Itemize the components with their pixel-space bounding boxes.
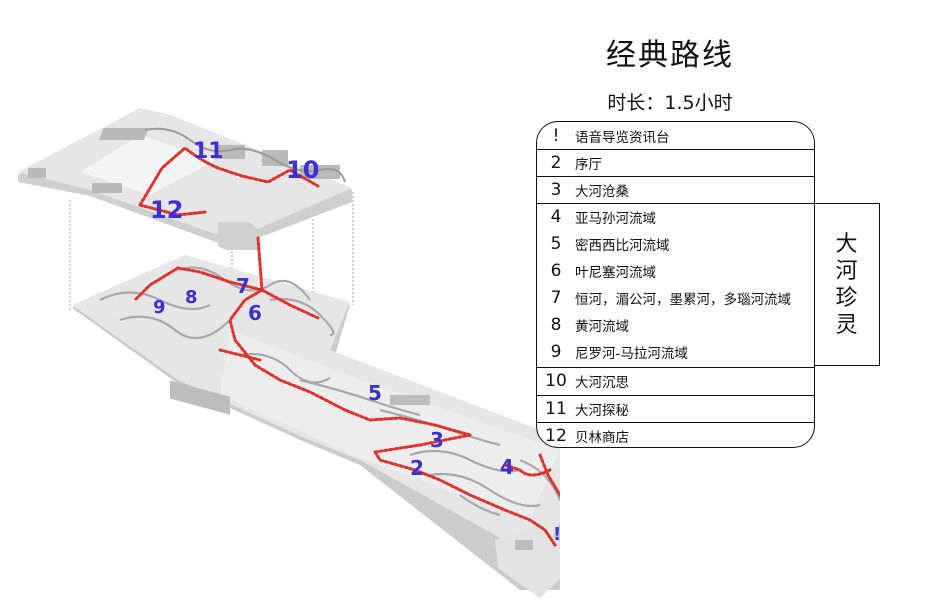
lower-floor (72, 255, 560, 598)
legend-number: 2 (550, 153, 562, 173)
legend-label: 贝林商店 (575, 430, 629, 446)
legend-row[interactable]: 9 尼罗河-马拉河流域 (537, 338, 814, 365)
marker-3[interactable]: 3 (430, 428, 444, 452)
legend-row[interactable]: ! 语音导览资讯台 (537, 122, 814, 149)
marker-1[interactable]: ! (553, 524, 560, 545)
legend-number: 6 (550, 260, 562, 281)
legend-number: 12 (545, 426, 567, 446)
legend-label: 语音导览资讯台 (575, 129, 670, 146)
legend-label: 亚马孙河流域 (575, 211, 656, 227)
marker-5[interactable]: 5 (368, 381, 382, 405)
legend-row[interactable]: 8 黄河流域 (537, 311, 814, 338)
route-legend: ! 语音导览资讯台 2 序厅 3 大河沧桑 4 亚马孙河流域 5 密西西比河流域… (536, 121, 815, 448)
marker-11[interactable]: 11 (193, 139, 224, 164)
legend-row[interactable]: 12 贝林商店 (537, 422, 814, 447)
legend-label: 大河探秘 (575, 403, 629, 419)
legend-label: 黄河流域 (575, 318, 629, 335)
legend-group-label: 大河珍灵 (835, 231, 858, 338)
legend-label: 恒河，湄公河，墨累河，多瑙河流域 (575, 291, 791, 308)
legend-label: 尼罗河-马拉河流域 (575, 345, 688, 362)
route-duration: 时长：1.5小时 (607, 92, 733, 114)
legend-number: 9 (550, 341, 562, 362)
marker-4[interactable]: 4 (500, 455, 514, 479)
legend-number: 10 (545, 371, 567, 391)
legend-row[interactable]: 7 恒河，湄公河，墨累河，多瑙河流域 (537, 284, 814, 311)
legend-label: 叶尼塞河流域 (575, 264, 656, 281)
legend-row[interactable]: 11 大河探秘 (537, 395, 814, 422)
legend-number: ! (552, 125, 560, 146)
exhibition-floor-map: ! 2 3 4 5 6 7 8 9 10 11 12 (18, 108, 560, 598)
legend-group-bracket: 大河珍灵 (814, 203, 880, 366)
legend-number: 4 (550, 207, 562, 227)
legend-row[interactable]: 10 大河沉思 (537, 367, 814, 394)
upper-floor (18, 108, 352, 250)
visitor-route (133, 146, 560, 547)
legend-row[interactable]: 3 大河沧桑 (537, 176, 814, 203)
marker-6[interactable]: 6 (248, 301, 262, 325)
legend-number: 3 (550, 180, 562, 200)
legend-label: 大河沧桑 (575, 184, 629, 200)
marker-10[interactable]: 10 (286, 156, 319, 184)
legend-label: 密西西比河流域 (575, 237, 670, 254)
legend-number: 7 (550, 287, 562, 308)
route-title: 经典路线 (606, 38, 734, 73)
legend-row[interactable]: 2 序厅 (537, 149, 814, 176)
legend-label: 大河沉思 (575, 375, 629, 391)
legend-number: 8 (550, 314, 562, 335)
marker-8[interactable]: 8 (185, 287, 198, 308)
legend-number: 11 (545, 399, 567, 419)
marker-7[interactable]: 7 (236, 274, 250, 298)
legend-label: 序厅 (575, 157, 602, 173)
legend-number: 5 (550, 233, 562, 254)
marker-12[interactable]: 12 (150, 196, 183, 224)
marker-9[interactable]: 9 (153, 297, 166, 318)
legend-row[interactable]: 5 密西西比河流域 (537, 230, 814, 257)
map-markers: ! 2 3 4 5 6 7 8 9 10 11 12 (150, 139, 560, 545)
legend-row[interactable]: 6 叶尼塞河流域 (537, 257, 814, 284)
legend-row[interactable]: 4 亚马孙河流域 (537, 203, 814, 230)
marker-2[interactable]: 2 (410, 456, 424, 480)
